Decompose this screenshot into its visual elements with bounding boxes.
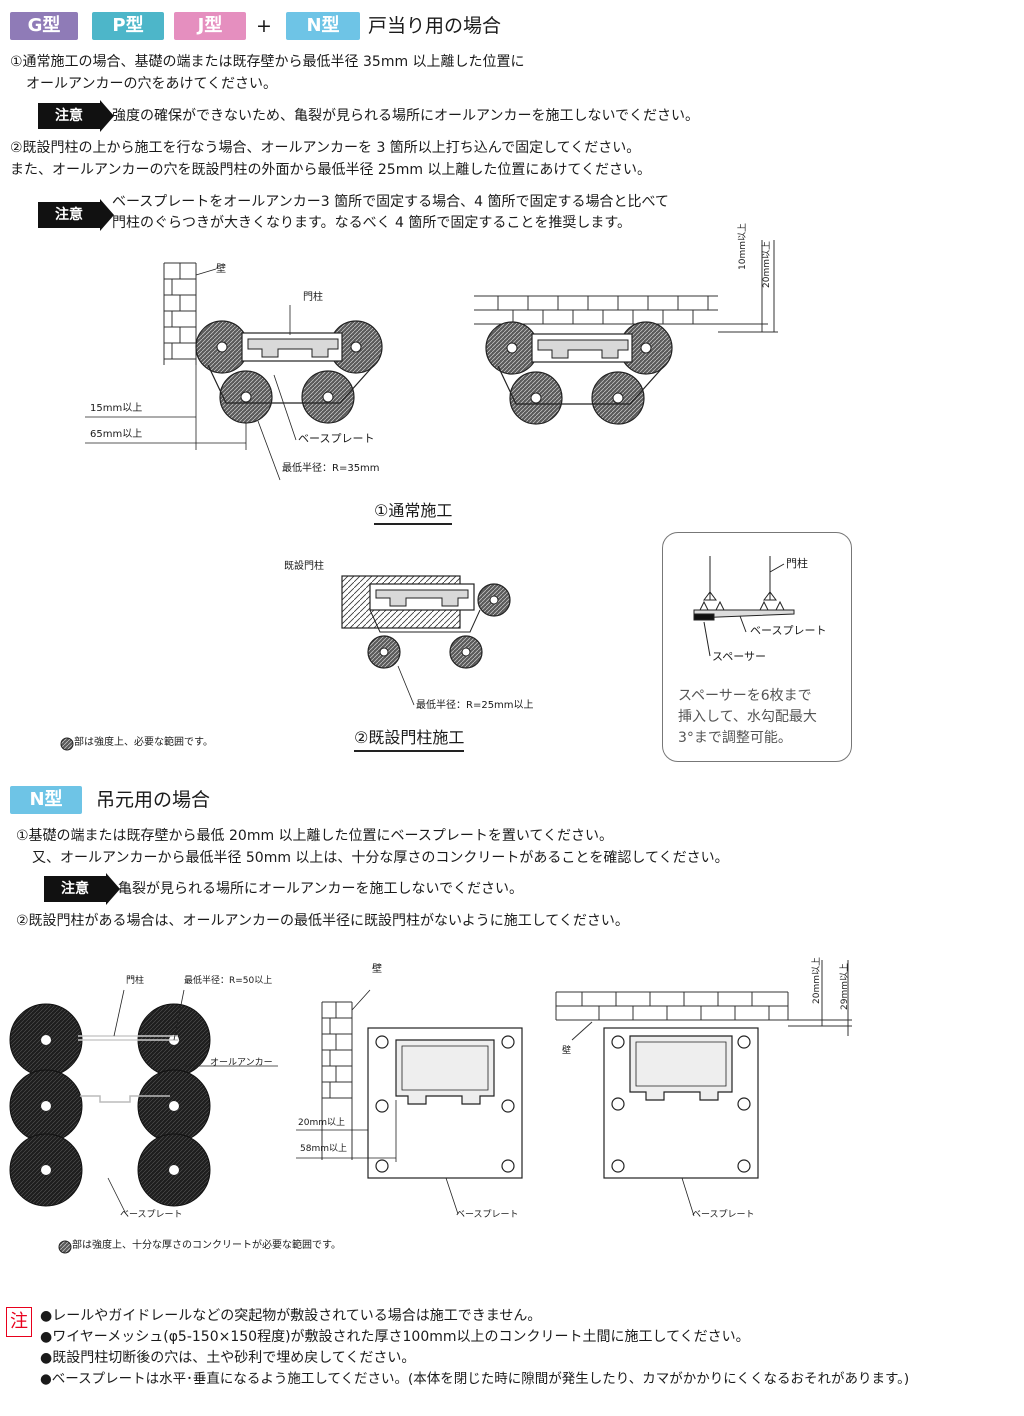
footer-note-3: ●既設門柱切断後の穴は、土や砂利で埋め戻してください。 (40, 1350, 416, 1366)
s1-caution1-text: 強度の確保ができないため、亀裂が見られる場所にオールアンカーを施工しないでくださ… (112, 108, 700, 124)
d3-baseplate-label: ベースプレート (120, 1210, 183, 1220)
hatch-legend-icon-2 (58, 1240, 72, 1254)
s1-p2-line2: また、オールアンカーの穴を既設門柱の外面から最低半径 25mm 以上離した位置に… (10, 162, 652, 178)
s2-p2: ②既設門柱がある場合は、オールアンカーの最低半径に既設門柱がないように施工してく… (16, 913, 629, 929)
d1-baseplate-label: ベースプレート (298, 432, 375, 445)
spacer-baseplate-label: ベースプレート (750, 624, 827, 637)
d3-dim58: 58mm以上 (300, 1144, 347, 1154)
s1-p2-line1: ②既設門柱の上から施工を行なう場合、オールアンカーを 3 箇所以上打ち込んで固定… (10, 140, 641, 156)
d3-post-label: 門柱 (126, 976, 145, 986)
d1-dim15: 15mm以上 (90, 403, 143, 414)
diagram-hinge-wall-above (555, 960, 852, 1217)
tag-p-type: P型 (92, 12, 164, 40)
diagram-normal-wall-above (474, 240, 778, 425)
d3-wall-label: 壁 (372, 964, 382, 975)
diagram-normal-wall (85, 262, 383, 481)
s1-p1-line2: オールアンカーの穴をあけてください。 (26, 76, 278, 92)
d1-dim20: 20mm以上 (762, 241, 772, 288)
d1-dim10: 10mm以上 (738, 223, 748, 270)
s1-caution2-line2: 門柱のぐらつきが大きくなります。なるべく 4 箇所で固定することを推奨します。 (112, 215, 632, 231)
d3-minradius-label: 最低半径：R=50以上 (184, 976, 273, 986)
d3-legend: 部は強度上、十分な厚さのコンクリートが必要な範囲です。 (72, 1240, 341, 1251)
footer-note-2: ●ワイヤーメッシュ(φ5-150×150程度)が敷設された厚さ100mm以上のコ… (40, 1329, 750, 1345)
d3-baseplate2-label: ベースプレート (456, 1210, 519, 1220)
tag-g-type: G型 (10, 12, 78, 40)
d1-post-label: 門柱 (303, 292, 323, 303)
spacer-note-line1: スペーサーを6枚まで (678, 688, 812, 704)
spacer-post-label: 門柱 (786, 557, 808, 570)
tag-n-type: N型 (286, 12, 360, 40)
d3-baseplate3-label: ベースプレート (692, 1210, 755, 1220)
d3-anchor-label: オールアンカー (210, 1058, 273, 1068)
caption-normal: ①通常施工 (374, 500, 453, 525)
s2-p1-line1: ①基礎の端または既存壁から最低 20mm 以上離した位置にベースプレートを置いて… (16, 828, 613, 844)
spacer-note-line3: 3°まで調整可能。 (678, 730, 792, 746)
d2-minradius-label: 最低半径：R=25mm以上 (416, 700, 534, 711)
d1-minradius-label: 最低半径：R=35mm (282, 463, 380, 474)
diagram-hinge-circles (9, 989, 278, 1215)
spacer-spacer-label: スペーサー (712, 650, 767, 663)
d3-dim20: 20mm以上 (298, 1118, 345, 1128)
s1-caution2-line1: ベースプレートをオールアンカー3 箇所で固定する場合、4 箇所で固定する場合と比… (112, 194, 669, 210)
section1-title: 戸当り用の場合 (368, 15, 502, 37)
d1-dim65: 65mm以上 (90, 429, 143, 440)
d2-existing-post-label: 既設門柱 (284, 561, 324, 572)
spacer-note-line2: 挿入して、水勾配最大 (678, 709, 817, 725)
spacer-note-box (662, 532, 852, 762)
s2-p1-line2: 又、オールアンカーから最低半径 50mm 以上は、十分な厚さのコンクリートがある… (32, 850, 729, 866)
diagram-existing-post (341, 575, 511, 706)
footer-mark: 注 (6, 1307, 32, 1337)
section2-title: 吊元用の場合 (96, 789, 211, 811)
footer-note-1: ●レールやガイドレールなどの突起物が敷設されている場合は施工できません。 (40, 1308, 542, 1324)
plus-sign: + (256, 15, 272, 37)
tag-j-type: J型 (174, 12, 246, 40)
tag-n-type-2: N型 (10, 786, 82, 814)
s2-caution-text: 亀裂が見られる場所にオールアンカーを施工しないでください。 (118, 881, 524, 897)
hatch-legend-icon-1 (60, 737, 74, 751)
footer-note-4: ●ベースプレートは水平･垂直になるよう施工してください。(本体を閉じた時に隙間が… (40, 1371, 910, 1387)
d3-dim20b: 20mm以上 (812, 957, 822, 1004)
diagram-hinge-wall-left (296, 989, 523, 1215)
caption-existing: ②既設門柱施工 (354, 727, 465, 752)
s1-p1-line1: ①通常施工の場合、基礎の端または既存壁から最低半径 35mm 以上離した位置に (10, 54, 525, 70)
d2-legend: 部は強度上、必要な範囲です。 (74, 737, 213, 748)
d3-wall2-label: 壁 (562, 1046, 572, 1056)
spacer-diagram (693, 556, 795, 657)
d1-wall-label: 壁 (216, 264, 226, 275)
d3-dim29: 29mm以上 (840, 963, 850, 1010)
